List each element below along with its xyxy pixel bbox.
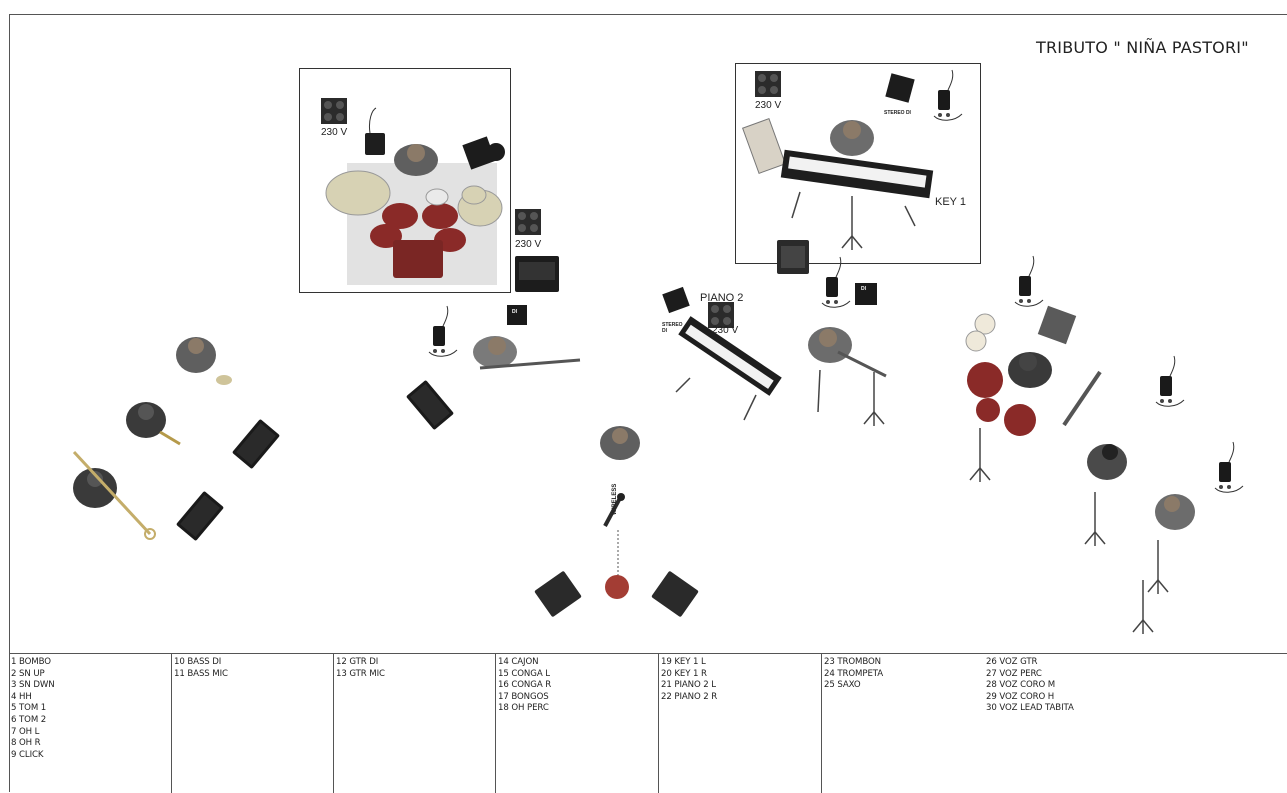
vocal-iem-icon (1156, 356, 1184, 406)
input-list-item: 23 TROMBON (824, 657, 985, 669)
input-list-item: 15 CONGA L (498, 669, 658, 681)
percussion-monitor-icon (1038, 306, 1076, 344)
guitarist-icon (808, 327, 886, 376)
input-list-item: 20 KEY 1 R (661, 669, 821, 681)
power-label-key1: 230 V (755, 100, 781, 111)
input-list-item: 16 CONGA R (498, 680, 658, 692)
keys-iem-icon (934, 70, 962, 120)
input-list-item: 4 HH (11, 692, 171, 704)
power-outlet-icon (755, 71, 781, 97)
input-list-item: 12 GTR DI (336, 657, 495, 669)
stereo-di-box-icon (662, 287, 690, 313)
input-list-item: 14 CAJON (498, 657, 658, 669)
mic-stand-icon (842, 196, 862, 250)
vocal-iem-icon (1215, 442, 1243, 492)
drum-kit-icon (326, 171, 502, 278)
guitar-di-label: DI (861, 286, 866, 292)
lead-singer-icon (600, 426, 640, 460)
monitor-wedge-icon (534, 571, 582, 618)
backing-vocalist-icon (1155, 494, 1195, 530)
key1-keyboard-icon (781, 150, 933, 226)
input-list-item: 6 TOM 2 (11, 715, 171, 727)
mic-stand-icon (970, 428, 990, 482)
input-list-item: 22 PIANO 2 R (661, 692, 821, 704)
power-outlet-icon (515, 209, 541, 235)
bass-di-box-icon (507, 305, 527, 325)
input-list-item: 5 TOM 1 (11, 703, 171, 715)
drum-monitor-icon (462, 136, 505, 169)
trumpet-player-icon (176, 337, 232, 385)
input-list-item: 30 VOZ LEAD TABITA (986, 703, 1287, 715)
stereo-di-label-piano2: STEREO DI (662, 322, 686, 334)
bass-iem-icon (429, 306, 457, 356)
wireless-label: WIRELESS (612, 484, 618, 515)
keys-player-icon (830, 120, 874, 156)
input-list-item: 11 BASS MIC (174, 669, 333, 681)
input-list-item: 29 VOZ CORO H (986, 692, 1287, 704)
bass-amp-icon (515, 256, 559, 292)
input-list-item: 2 SN UP (11, 669, 171, 681)
power-label-bass: 230 V (515, 239, 541, 250)
mic-stand-icon (1133, 580, 1153, 634)
mic-stand-icon (864, 372, 884, 426)
stereo-di-label-key1: STEREO DI (884, 110, 914, 116)
bass-di-label: DI (512, 309, 517, 315)
input-list-item: 13 GTR MIC (336, 669, 495, 681)
stage-diagram (0, 0, 1287, 650)
mic-stand-icon (1148, 540, 1168, 594)
input-list-item: 28 VOZ CORO M (986, 680, 1287, 692)
input-list-item: 1 BOMBO (11, 657, 171, 669)
guitar-di-box-icon (855, 283, 877, 305)
monitor-wedge-icon (651, 571, 699, 618)
input-list-item: 7 OH L (11, 727, 171, 739)
bassist-icon (473, 336, 580, 368)
power-label-drums: 230 V (321, 127, 347, 138)
input-list-item: 19 KEY 1 L (661, 657, 821, 669)
input-list-item: 24 TROMPETA (824, 669, 985, 681)
input-list-item: 21 PIANO 2 L (661, 680, 821, 692)
input-list-item: 9 CLICK (11, 750, 171, 762)
backing-vocalist-icon (1087, 444, 1127, 480)
bongos-icon (966, 314, 995, 351)
input-list-item: 3 SN DWN (11, 680, 171, 692)
input-list-item: 10 BASS DI (174, 657, 333, 669)
sax-player-icon (126, 402, 180, 444)
in-ear-monitor-icon (365, 108, 385, 155)
monitor-wedge-icon (176, 491, 224, 541)
monitor-wedge-icon (232, 419, 280, 469)
percussionist-icon (1008, 352, 1052, 388)
drummer-icon (394, 144, 438, 176)
piano2-label: PIANO 2 (700, 292, 743, 304)
percussion-iem-icon (1015, 256, 1043, 306)
keyboard-stand-icon (743, 119, 786, 174)
mic-stand-icon (1085, 492, 1105, 546)
input-list-item: 26 VOZ GTR (986, 657, 1287, 669)
guitar-amp-icon (777, 240, 809, 274)
input-list-item: 8 OH R (11, 738, 171, 750)
power-outlet-icon (321, 98, 347, 124)
input-list-item: 17 BONGOS (498, 692, 658, 704)
monitor-wedge-icon (406, 380, 454, 430)
trombone-player-icon (73, 452, 155, 539)
power-label-piano2: 230 V (712, 325, 738, 336)
chimes-icon (1064, 372, 1100, 425)
mic-stand-icon (818, 370, 820, 412)
input-list-item: 18 OH PERC (498, 703, 658, 715)
guitar-iem-icon (822, 257, 850, 307)
stereo-di-box-icon (885, 73, 914, 102)
key1-label: KEY 1 (935, 196, 966, 208)
input-list-item: 25 SAXO (824, 680, 985, 692)
input-list-item: 27 VOZ PERC (986, 669, 1287, 681)
